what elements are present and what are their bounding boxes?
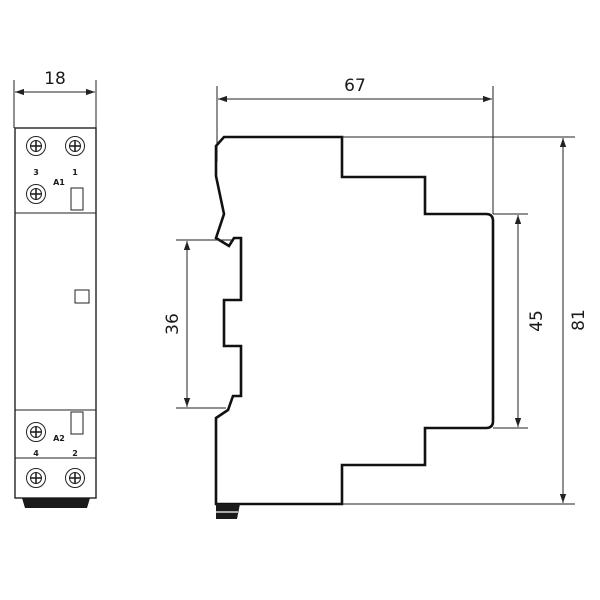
terminal-label-a2: A2 (53, 434, 65, 443)
screw-icon (65, 136, 85, 156)
screw-icon (26, 422, 46, 442)
status-window-top (70, 187, 84, 211)
center-window (74, 289, 90, 304)
screw-icon (65, 468, 85, 488)
device-side-profile (214, 135, 495, 506)
rail-dimension-label: 36 (163, 313, 183, 335)
screw-icon (26, 184, 46, 204)
status-window-bottom (70, 411, 84, 435)
side-view: 67 36 45 81 (163, 76, 589, 519)
front-dimension-label: 45 (527, 310, 547, 332)
terminal-label-2: 2 (72, 449, 78, 458)
terminal-label-1: 1 (72, 168, 78, 177)
front-view: 18 (13, 69, 97, 508)
width-dimension-label: 18 (44, 69, 66, 89)
screw-icon (26, 468, 46, 488)
terminal-label-a1: A1 (53, 178, 65, 187)
screw-icon (26, 136, 46, 156)
terminal-label-3: 3 (33, 168, 39, 177)
depth-dimension-label: 67 (344, 76, 366, 96)
height-dimension-label: 81 (569, 309, 589, 331)
din-clip-foot (22, 498, 90, 508)
terminal-label-4: 4 (33, 449, 39, 458)
